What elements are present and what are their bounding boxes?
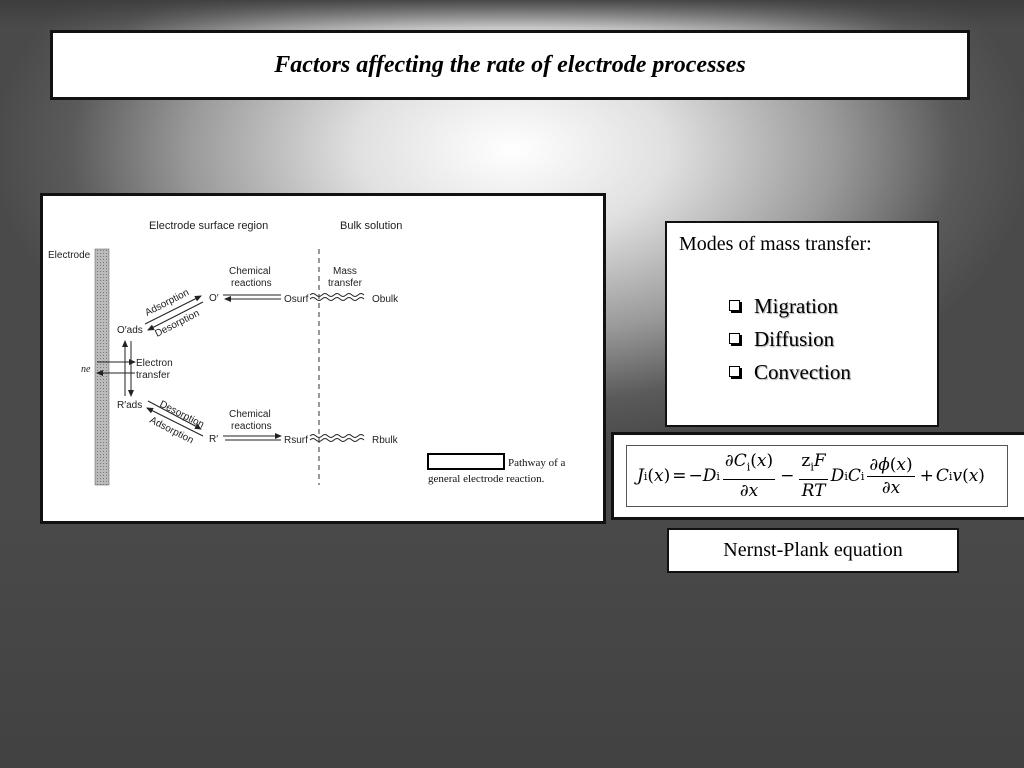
arrow-adsorption-top bbox=[144, 295, 202, 325]
wave-r-2 bbox=[309, 438, 365, 442]
o-surf-label: Osurf bbox=[284, 294, 309, 305]
list-item: Convection bbox=[729, 356, 925, 389]
mode-label: Convection bbox=[754, 360, 851, 384]
list-item: Diffusion bbox=[729, 323, 925, 356]
o-ads-label: O′ads bbox=[117, 325, 143, 336]
electrode-bar bbox=[94, 248, 110, 486]
arrow-desorption-bottom bbox=[147, 400, 202, 430]
square-bullet-icon bbox=[729, 366, 740, 377]
r-bulk-label: Rbulk bbox=[372, 435, 399, 446]
modes-list: Migration Diffusion Convection bbox=[729, 290, 925, 389]
chem-label-top-b: reactions bbox=[231, 278, 272, 289]
diagram-svg: Electrode surface region Bulk solution E… bbox=[48, 220, 566, 486]
equation-caption: Nernst-Plank equation bbox=[667, 528, 959, 573]
o-prime-label: O′ bbox=[209, 293, 219, 304]
mass-label-b: transfer bbox=[328, 278, 363, 289]
region-bulk-label: Bulk solution bbox=[340, 220, 402, 232]
electrode-reaction-diagram: Electrode surface region Bulk solution E… bbox=[40, 193, 606, 524]
caption-line-a: Pathway of a bbox=[508, 457, 566, 469]
wave-o-1 bbox=[309, 293, 365, 297]
r-prime-label: R′ bbox=[209, 434, 218, 445]
modes-heading: Modes of mass transfer: bbox=[679, 233, 872, 255]
chem-label-bottom-a: Chemical bbox=[229, 409, 271, 420]
square-bullet-icon bbox=[729, 333, 740, 344]
square-bullet-icon bbox=[729, 300, 740, 311]
mode-label: Diffusion bbox=[754, 327, 835, 351]
caption-figure-box bbox=[427, 453, 505, 470]
list-item: Migration bbox=[729, 290, 925, 323]
title-box: Factors affecting the rate of electrode … bbox=[50, 30, 970, 100]
mass-transfer-modes-box: Modes of mass transfer: Migration Diffus… bbox=[665, 221, 939, 427]
wave-r-1 bbox=[309, 434, 365, 438]
caption-line-b: general electrode reaction. bbox=[428, 473, 545, 485]
electron-label-b: transfer bbox=[136, 370, 171, 381]
mass-label-a: Mass bbox=[333, 266, 357, 277]
wave-o-2 bbox=[309, 297, 365, 301]
chem-label-top-a: Chemical bbox=[229, 266, 271, 277]
electrode-label: Electrode bbox=[48, 250, 91, 261]
chem-label-bottom-b: reactions bbox=[231, 421, 272, 432]
electron-label-a: Electron bbox=[136, 358, 173, 369]
o-bulk-label: Obulk bbox=[372, 294, 399, 305]
equation-caption-label: Nernst-Plank equation bbox=[723, 539, 903, 561]
ne-label: ne bbox=[81, 364, 91, 375]
r-ads-label: R′ads bbox=[117, 400, 142, 411]
r-surf-label: Rsurf bbox=[284, 435, 308, 446]
arrow-desorption-top bbox=[147, 301, 204, 331]
mode-label: Migration bbox=[754, 294, 838, 318]
arrow-adsorption-bottom bbox=[146, 407, 204, 437]
slide-title: Factors affecting the rate of electrode … bbox=[274, 51, 746, 78]
region-surface-label: Electrode surface region bbox=[149, 220, 268, 232]
